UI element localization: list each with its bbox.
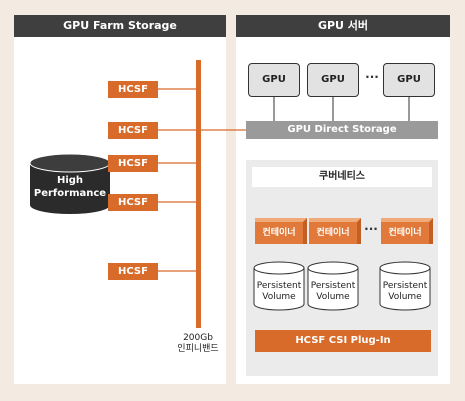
volume-label-3-line1: Persistent [382, 281, 428, 291]
volume-cylinder-icon-3 [379, 261, 431, 311]
kubernetes-title: 쿠버네티스 [252, 167, 432, 187]
volume-label-3: Persistent Volume [380, 281, 430, 303]
infiniband-label-line2: 인피니밴드 [177, 344, 219, 354]
container-ellipsis: ··· [364, 222, 378, 236]
hcsf-csi-plugin-bar: HCSF CSI Plug-In [255, 330, 431, 352]
volume-label-1-line2: Volume [262, 292, 296, 302]
volume-label-1: Persistent Volume [254, 281, 304, 303]
hcsf-node-4: HCSF [108, 194, 158, 211]
gpu-direct-storage-bar: GPU Direct Storage [246, 121, 438, 139]
volume-label-1-line1: Persistent [256, 281, 302, 291]
volume-label-2: Persistent Volume [308, 281, 358, 303]
infiniband-label-line1: 200Gb [183, 333, 213, 343]
gpu-farm-storage-title: GPU Farm Storage [14, 15, 226, 37]
volume-cylinder-icon-2 [307, 261, 359, 311]
gpu-server-title: GPU 서버 [236, 15, 450, 37]
storage-cylinder-icon [29, 153, 111, 214]
hcsf-node-2: HCSF [108, 122, 158, 139]
volume-label-2-line2: Volume [316, 292, 350, 302]
infiniband-label: 200Gb 인피니밴드 [168, 333, 228, 355]
hcsf-node-1: HCSF [108, 81, 158, 98]
hcsf-node-3: HCSF [108, 155, 158, 172]
gpu-box-1: GPU [248, 63, 300, 97]
gpu-ellipsis: ··· [365, 70, 379, 84]
storage-label: High Performance [30, 174, 110, 200]
storage-label-line2: Performance [33, 188, 107, 199]
storage-label-line1: High [56, 175, 84, 186]
hcsf-node-5: HCSF [108, 263, 158, 280]
infiniband-bus [196, 60, 201, 328]
gpu-box-3: GPU [383, 63, 435, 97]
volume-label-2-line1: Persistent [310, 281, 356, 291]
volume-cylinder-icon-1 [253, 261, 305, 311]
volume-label-3-line2: Volume [388, 292, 422, 302]
gpu-box-2: GPU [307, 63, 359, 97]
